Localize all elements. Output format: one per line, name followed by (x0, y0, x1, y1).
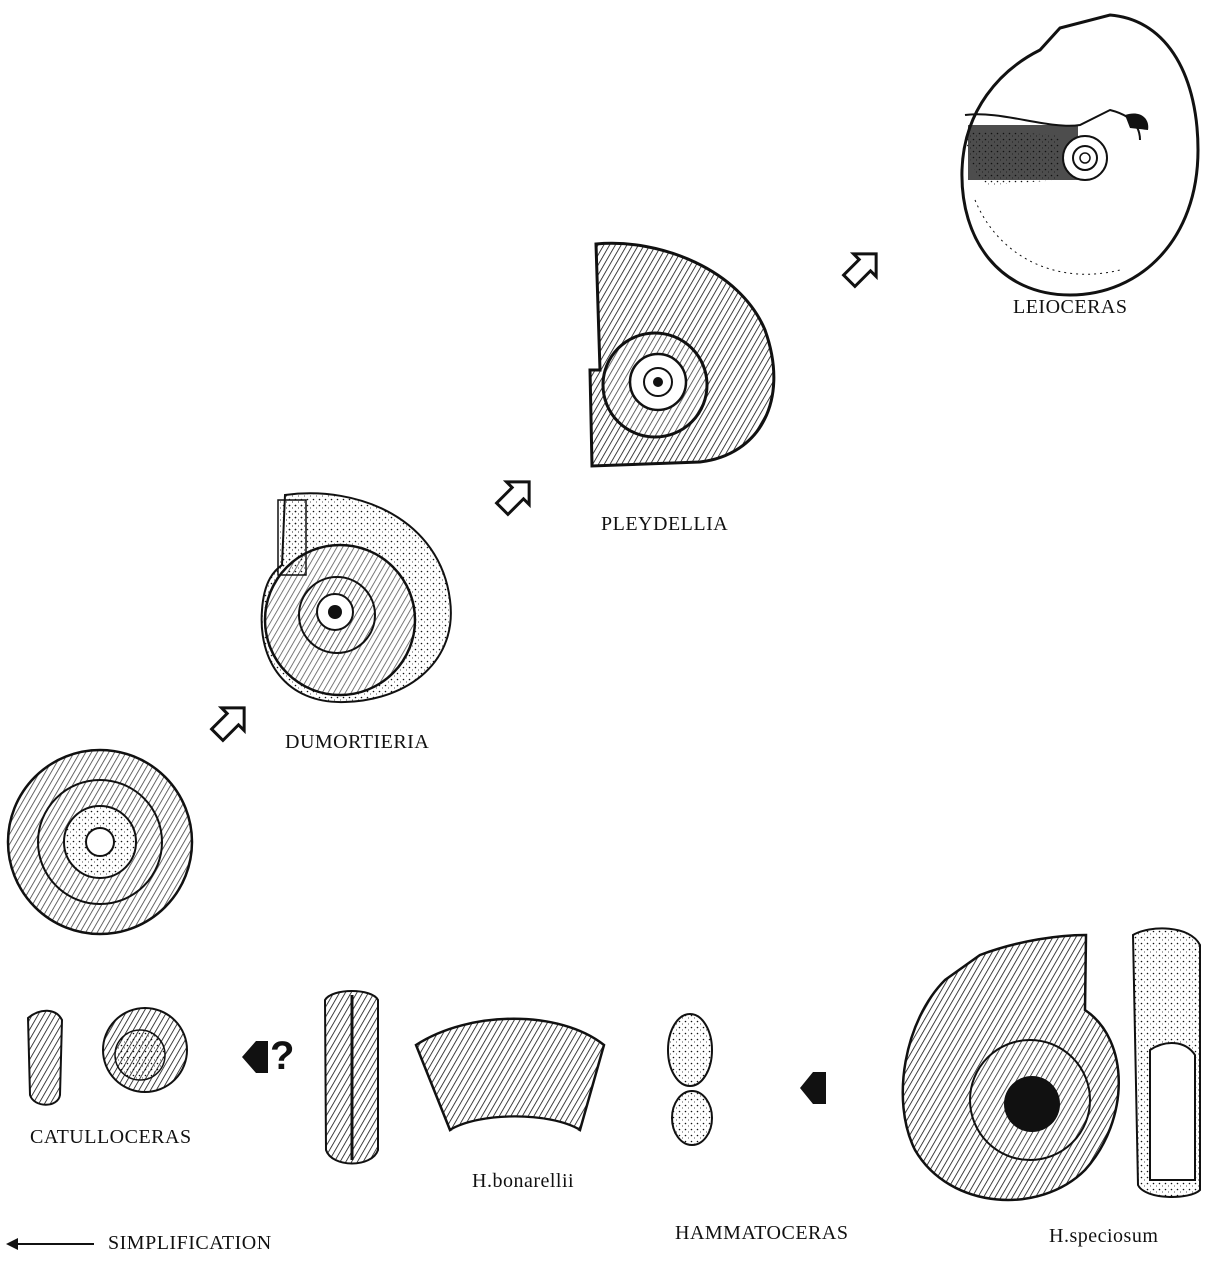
h-bonarellii-label: H.bonarellii (472, 1170, 574, 1193)
uncertain-mark: ? (270, 1034, 294, 1079)
filled-arrow-left-icon (800, 1072, 826, 1104)
catulloceras-label: CATULLOCERAS (30, 1126, 192, 1149)
pleydellia-label: PLEYDELLIA (601, 513, 728, 536)
leioceras-illustration (962, 15, 1198, 295)
leioceras-label: LEIOCERAS (1013, 296, 1128, 319)
dumortieria-illustration (262, 493, 451, 702)
open-arrow-icon (491, 471, 540, 520)
catulloceras-small-illustrations (28, 1008, 187, 1105)
h-speciosum-illustration (903, 928, 1200, 1200)
dumortieria-label: DUMORTIERIA (285, 731, 429, 754)
h-bonarellii-whorl-illustration (416, 1019, 604, 1130)
h-speciosum-label: H.speciosum (1049, 1225, 1158, 1248)
open-arrow-icon (838, 243, 887, 292)
h-bonarellii-section-illustration (325, 991, 378, 1164)
open-arrow-icon (206, 697, 255, 746)
pleydellia-illustration (590, 243, 774, 466)
filled-arrow-left-icon (242, 1041, 268, 1073)
hammatoceras-sections-illustration (668, 1014, 712, 1145)
simplification-arrow-icon (6, 1238, 94, 1250)
catulloceras-evolute-illustration (8, 750, 192, 934)
simplification-label: SIMPLIFICATION (108, 1232, 272, 1255)
hammatoceras-label: HAMMATOCERAS (675, 1222, 848, 1245)
